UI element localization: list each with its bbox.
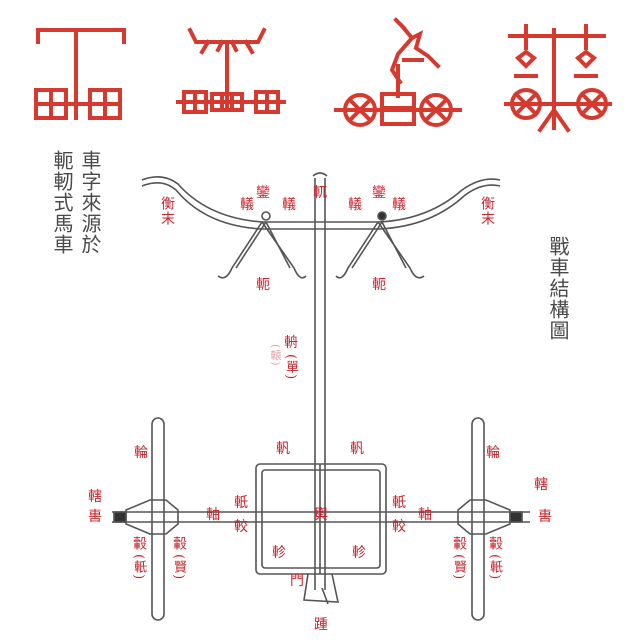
label-zhou-right: 軸: [418, 507, 432, 523]
hub-right: [457, 499, 511, 535]
oracle-chariot-glyph-4: [504, 24, 612, 133]
wheel-right: [471, 417, 485, 621]
label-yu-center: 輿: [314, 507, 328, 523]
title-left-col-2: 軛軔式馬車: [50, 150, 74, 255]
label-heng-mo-left: 衡末: [159, 196, 175, 226]
label-men: 門: [290, 573, 304, 589]
label-gu-2b: (賢): [171, 554, 186, 581]
label-gu-4: 轂: [487, 536, 503, 551]
yoke-bar: [141, 176, 501, 223]
label-zhen-left: 軫: [272, 545, 286, 561]
yoke-saddle-left: [217, 221, 263, 279]
yoke-saddle-right: [335, 221, 379, 279]
label-lun-right: 輪: [486, 445, 500, 461]
carriage-box: [255, 463, 387, 575]
label-zhong: 踵: [314, 617, 328, 633]
hub-left: [125, 499, 179, 535]
label-gu-1: 轂: [131, 536, 147, 551]
label-e-right: 軛: [372, 277, 386, 293]
label-lun-left: 輪: [134, 445, 148, 461]
label-heng-mo-right: 衡末: [479, 196, 495, 226]
oracle-chariot-glyph-2: [176, 27, 286, 114]
label-zhou-pole: 輈: [284, 335, 298, 351]
label-gu-1b: (軝): [131, 554, 146, 581]
label-yi-2: 轙: [282, 197, 296, 213]
label-fan-right: 軓: [350, 441, 364, 457]
label-gu-4b: (軝): [487, 554, 502, 581]
label-jiao-left: 較: [234, 519, 248, 535]
label-wei-left: 軎: [88, 509, 102, 525]
label-yi-4: 轙: [392, 197, 406, 213]
label-wei-right: 軎: [538, 509, 552, 525]
label-luan-left: 鑾: [256, 185, 270, 201]
label-zhou-left: 軸: [206, 507, 220, 523]
label-xia-left: 轄: [88, 489, 102, 505]
label-zhen-right: 軫: [352, 545, 366, 561]
label-gu-2: 轂: [171, 536, 187, 551]
label-e-left: 軛: [256, 277, 270, 293]
label-gu-3b: (賢): [451, 554, 466, 581]
wheel-left: [151, 417, 165, 621]
label-luan-right: 鑾: [372, 185, 386, 201]
label-faint: (轅): [269, 344, 282, 367]
title-right: 戰車結構圖: [546, 236, 570, 341]
label-ji-left: 軝: [234, 495, 248, 511]
label-xia-right: 轄: [534, 477, 548, 493]
label-yuan-top: 軏: [313, 185, 327, 201]
label-yi-3: 轙: [348, 197, 362, 213]
label-yi-1: 轙: [240, 197, 254, 213]
oracle-chariot-glyph-3: [334, 17, 462, 127]
label-dan: (單): [283, 354, 298, 381]
oracle-chariot-glyph-1: [34, 28, 126, 120]
label-ji-right: 軝: [392, 495, 406, 511]
title-left-col-1: 車字來源於: [78, 150, 102, 255]
label-fan-left: 軓: [276, 441, 290, 457]
label-jiao-right: 較: [392, 519, 406, 535]
label-gu-3: 轂: [451, 536, 467, 551]
